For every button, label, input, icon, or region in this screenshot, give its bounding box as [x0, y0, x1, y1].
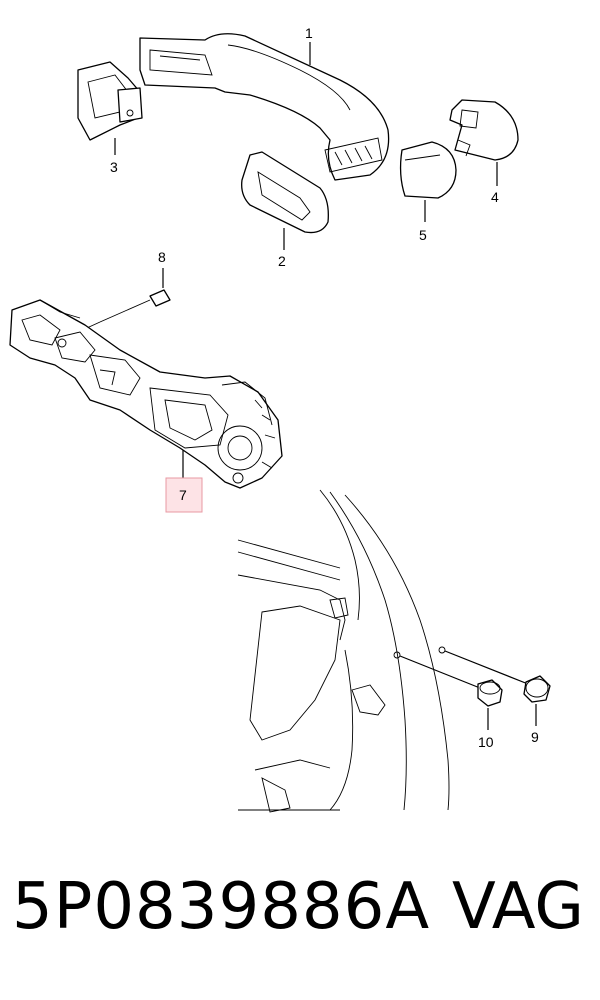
callout-5: 5: [419, 227, 427, 243]
part-7-highlight-box: [165, 477, 203, 513]
part-number: 5P0839886A: [12, 870, 431, 944]
parts-diagram: 1 3 2 5 4 8: [9, 25, 551, 813]
clip-part-3: 3: [77, 61, 143, 175]
callout-8: 8: [158, 249, 166, 265]
callout-9: 9: [531, 729, 539, 745]
callout-4: 4: [491, 189, 499, 205]
handle-carrier-part-7: 7: [9, 299, 283, 513]
brand-label: VAG: [452, 870, 584, 944]
footer: 5P0839886A VAG: [0, 870, 600, 980]
callout-3: 3: [110, 159, 118, 175]
screw-part-8: 8: [64, 249, 171, 339]
callout-10: 10: [478, 734, 494, 750]
grommet-part-10: 10: [477, 679, 503, 750]
plug-part-9: 9: [523, 675, 551, 745]
callout-1: 1: [305, 25, 313, 41]
callout-7: 7: [179, 487, 187, 503]
door-handle-part-1: 1: [139, 25, 390, 181]
door-panel: [237, 489, 529, 813]
cover-part-4: 4: [449, 99, 519, 205]
cap-part-5: 5: [399, 141, 457, 243]
gasket-part-2: 2: [241, 151, 329, 269]
callout-2: 2: [278, 253, 286, 269]
